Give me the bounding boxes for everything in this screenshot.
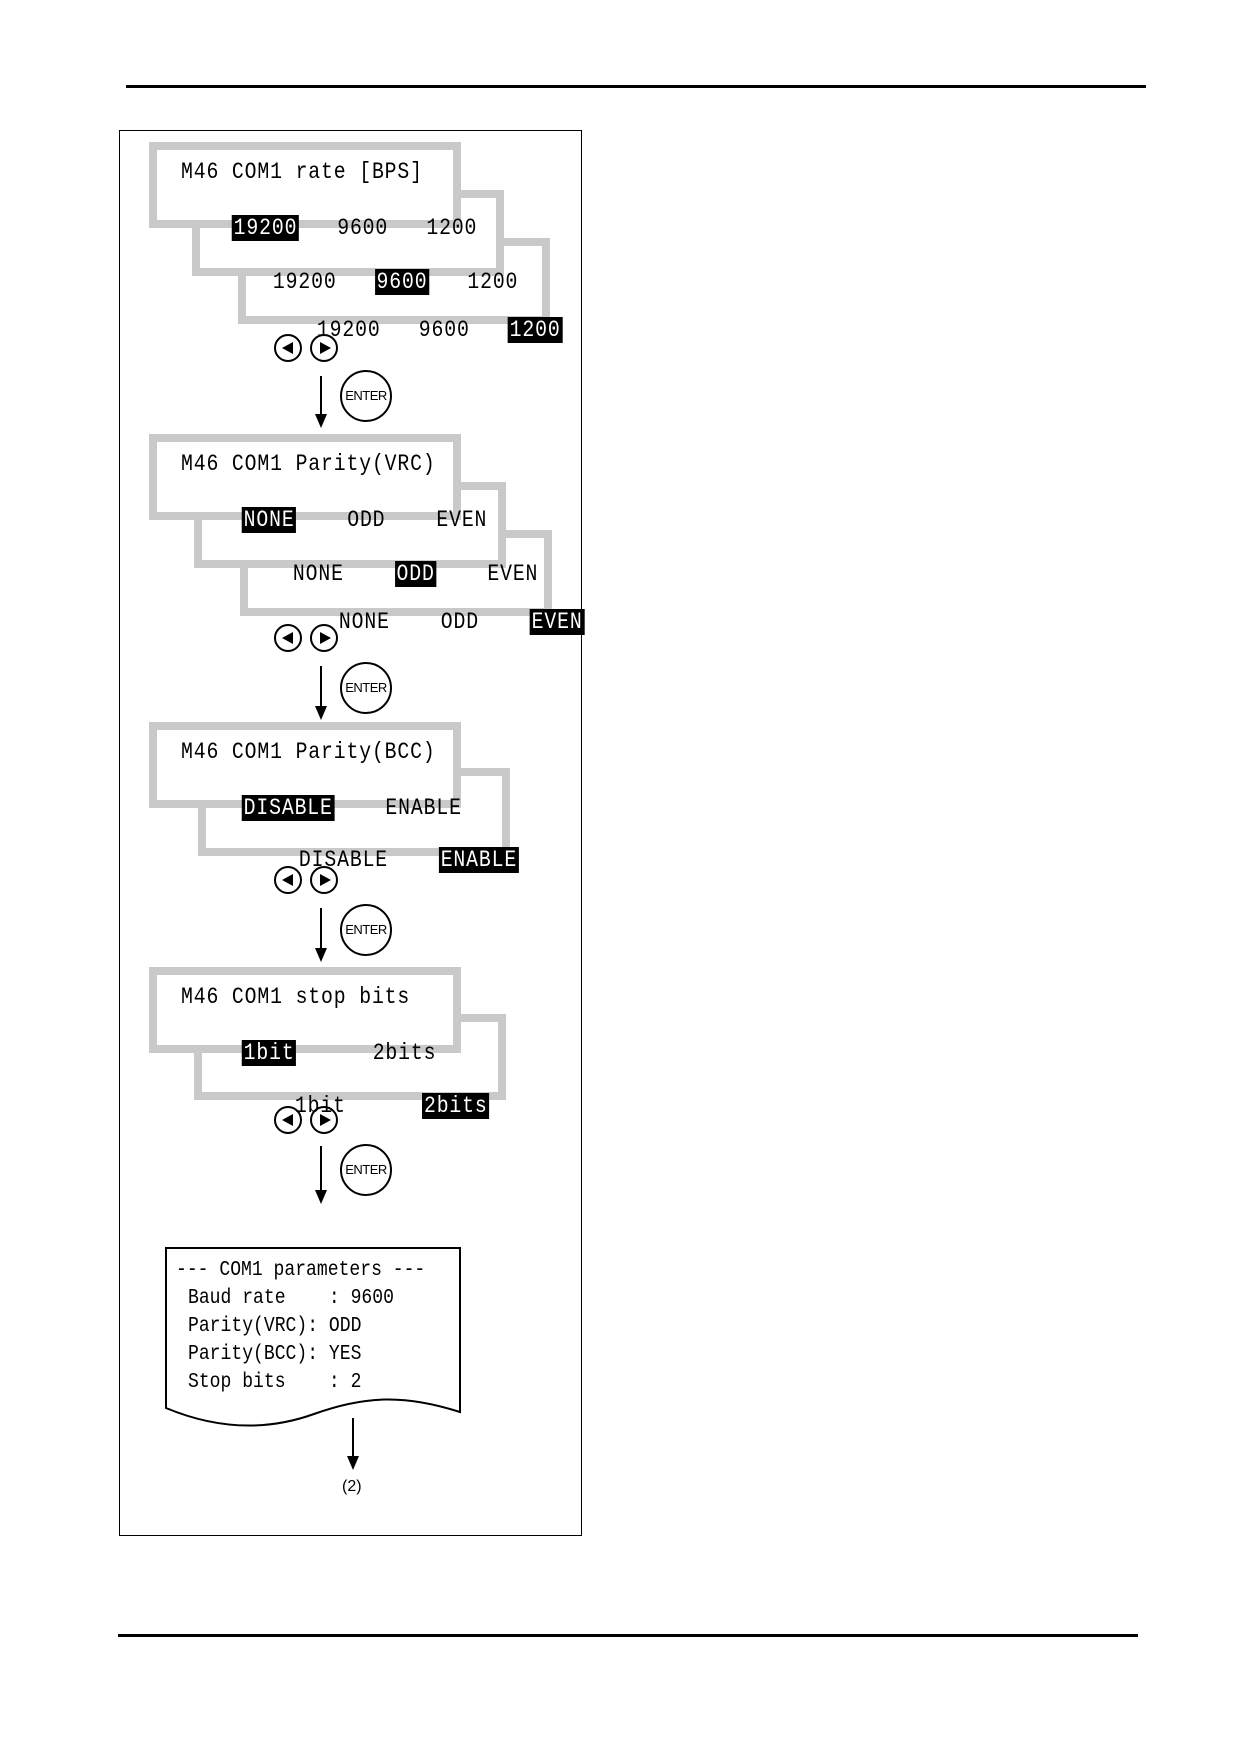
right-arrow-button[interactable] (310, 334, 338, 362)
lcd-bcc-disable: M46 COM1 Parity(BCC) DISABLE ENABLE (149, 722, 461, 821)
option-enable-selected: ENABLE (438, 847, 519, 873)
left-arrow-icon (282, 342, 293, 354)
flow-arrow-head (315, 706, 327, 720)
left-arrow-icon (282, 1114, 293, 1126)
lcd-vrc-none: M46 COM1 Parity(VRC) NONE ODD EVEN (149, 434, 486, 533)
option-19200: 19200 (272, 269, 337, 295)
option-odd-selected: ODD (394, 561, 437, 587)
right-arrow-icon (320, 1114, 331, 1126)
printout-header: --- COM1 parameters --- (176, 1259, 426, 1282)
row-separator: : (307, 1315, 329, 1338)
option-1200: 1200 (426, 215, 478, 241)
lcd-stop-1bit: M46 COM1 stop bits 1bit 2bits (149, 967, 461, 1066)
left-arrow-button[interactable] (274, 624, 302, 652)
option-none: NONE (292, 561, 344, 587)
flow-arrow-head (347, 1456, 359, 1470)
row-separator: : (318, 1287, 351, 1310)
lcd-title: M46 COM1 stop bits (181, 984, 411, 1010)
row-value: ODD (328, 1315, 362, 1338)
row-value: 2 (350, 1371, 362, 1394)
enter-button[interactable]: ENTER (340, 904, 392, 956)
option-disable-selected: DISABLE (241, 795, 335, 821)
lcd-title: M46 COM1 rate [BPS] (181, 159, 423, 185)
flow-arrow (320, 666, 322, 708)
printout-row: Parity(VRC): ODD (188, 1314, 361, 1340)
option-disable: DISABLE (298, 847, 389, 873)
option-even: EVEN (436, 507, 488, 533)
option-9600: 9600 (418, 317, 470, 343)
left-arrow-button[interactable] (274, 1106, 302, 1134)
option-even-selected: EVEN (529, 609, 585, 635)
top-rule (126, 85, 1146, 88)
enter-button[interactable]: ENTER (340, 662, 392, 714)
option-19200-selected: 19200 (231, 215, 300, 241)
row-label: Baud rate (188, 1287, 319, 1310)
option-1200-selected: 1200 (507, 317, 563, 343)
option-even: EVEN (487, 561, 539, 587)
option-none: NONE (338, 609, 390, 635)
option-1bit-selected: 1bit (241, 1040, 297, 1066)
right-arrow-button[interactable] (310, 624, 338, 652)
right-arrow-icon (320, 874, 331, 886)
row-value: YES (328, 1343, 362, 1366)
flow-arrow (320, 376, 322, 416)
row-separator: : (307, 1343, 329, 1366)
printout: --- COM1 parameters --- Baud rate : 9600… (166, 1248, 460, 1428)
right-arrow-icon (320, 632, 331, 644)
left-arrow-icon (282, 874, 293, 886)
right-arrow-icon (320, 342, 331, 354)
row-separator: : (318, 1371, 351, 1394)
left-arrow-icon (282, 632, 293, 644)
flow-arrow (352, 1418, 354, 1458)
continuation-label: (2) (342, 1478, 362, 1495)
option-2bits: 2bits (372, 1040, 437, 1066)
printout-row: Baud rate : 9600 (188, 1286, 394, 1312)
option-odd: ODD (440, 609, 479, 635)
flow-arrow-head (315, 414, 327, 428)
flow-arrow (320, 1146, 322, 1192)
bottom-rule (118, 1634, 1138, 1637)
flow-arrow-head (315, 948, 327, 962)
right-arrow-button[interactable] (310, 1106, 338, 1134)
flow-arrow-head (315, 1190, 327, 1204)
row-label: Stop bits (188, 1371, 319, 1394)
enter-button[interactable]: ENTER (340, 1144, 392, 1196)
option-2bits-selected: 2bits (422, 1093, 490, 1119)
diagram-frame (119, 130, 582, 1536)
row-value: 9600 (350, 1287, 394, 1310)
lcd-title: M46 COM1 Parity(VRC) (181, 451, 436, 477)
option-1200: 1200 (467, 269, 519, 295)
enter-button[interactable]: ENTER (340, 370, 392, 422)
right-arrow-button[interactable] (310, 866, 338, 894)
left-arrow-button[interactable] (274, 334, 302, 362)
flow-arrow (320, 908, 322, 950)
lcd-title: M46 COM1 Parity(BCC) (181, 739, 436, 765)
row-label: Parity(VRC) (188, 1315, 308, 1338)
printout-paper (165, 1247, 461, 1427)
option-enable: ENABLE (385, 795, 462, 821)
option-9600: 9600 (337, 215, 389, 241)
left-arrow-button[interactable] (274, 866, 302, 894)
printout-row: Stop bits : 2 (188, 1370, 361, 1396)
option-none-selected: NONE (241, 507, 297, 533)
printout-row: Parity(BCC): YES (188, 1342, 361, 1368)
option-9600-selected: 9600 (374, 269, 430, 295)
row-label: Parity(BCC) (188, 1343, 308, 1366)
lcd-bps-19200: M46 COM1 rate [BPS] 19200 9600 1200 (149, 142, 476, 241)
option-odd: ODD (347, 507, 386, 533)
